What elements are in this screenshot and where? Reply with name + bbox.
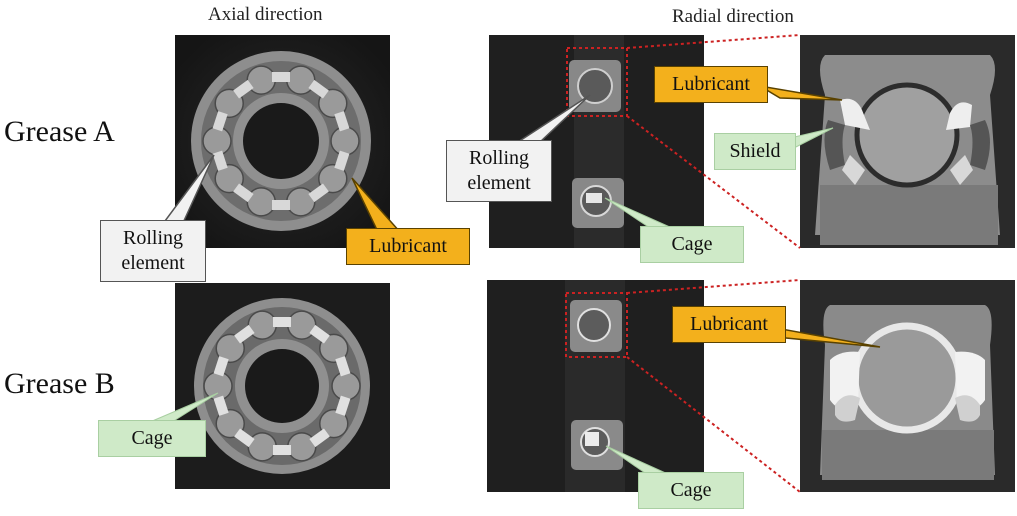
rolling-element-shape	[318, 88, 348, 119]
rolling-element-shape	[246, 65, 276, 95]
radial-direction-header: Radial direction	[672, 6, 794, 27]
grease-a-axial-ct-image	[175, 35, 390, 248]
rolling-element-shape	[215, 333, 245, 364]
rolling-element-shape	[318, 163, 348, 194]
rolling-element-shape	[247, 310, 277, 340]
cage-pocket-shape	[309, 324, 330, 344]
cage-pocket-shape	[308, 79, 329, 99]
rolling-element-shape	[214, 163, 244, 194]
cage-pocket-shape	[273, 317, 291, 327]
rolling-element-shape	[331, 371, 361, 401]
cage-pocket-shape	[335, 356, 351, 377]
cage-pocket-shape	[309, 428, 330, 448]
cage-pocket-shape	[273, 445, 291, 455]
rolling-element-shape	[202, 126, 232, 156]
callout-a-radial-cage: Cage	[640, 226, 744, 263]
callout-b-axial-cage: Cage	[98, 420, 206, 457]
callout-text: Rolling element	[467, 147, 531, 194]
callout-a-radial-rolling-element: Rolling element	[446, 140, 552, 202]
cage-pocket-shape	[272, 200, 290, 210]
cage-pocket-shape	[212, 150, 228, 171]
grease-b-axial-ct-image	[175, 283, 390, 489]
cage-pocket-shape	[308, 183, 329, 203]
axial-direction-header: Axial direction	[208, 4, 323, 25]
callout-a-axial-rolling-element: Rolling element	[100, 220, 206, 282]
rolling-element-shape	[319, 408, 349, 439]
rolling-element-shape	[246, 187, 276, 217]
rolling-element-shape	[319, 333, 349, 364]
callout-a-zoom-shield: Shield	[714, 133, 796, 170]
cage-pocket-shape	[234, 428, 255, 448]
grease-b-zoom-ct-image	[800, 280, 1015, 492]
rolling-element-shape	[287, 432, 317, 462]
cage-pocket-shape	[233, 183, 254, 203]
cage-pocket-shape	[212, 111, 228, 132]
cage-pocket-shape	[335, 395, 351, 416]
rolling-element-shape	[330, 126, 360, 156]
row-label-grease-b: Grease B	[4, 367, 115, 400]
rolling-element-shape	[287, 310, 317, 340]
rolling-element-shape	[286, 187, 316, 217]
grease-a-zoom-ct-image	[800, 35, 1015, 248]
rolling-element-shape	[286, 65, 316, 95]
callout-b-radial-cage: Cage	[638, 472, 744, 509]
rolling-element-shape	[247, 432, 277, 462]
callout-b-zoom-lubricant: Lubricant	[672, 306, 786, 343]
callout-a-axial-lubricant: Lubricant	[346, 228, 470, 265]
rolling-element-shape	[215, 408, 245, 439]
cage-pocket-shape	[234, 324, 255, 344]
cage-pocket-shape	[334, 150, 350, 171]
callout-text: Rolling element	[121, 227, 185, 274]
row-label-grease-a: Grease A	[4, 115, 115, 148]
cage-pocket-shape	[233, 79, 254, 99]
rolling-element-shape	[214, 88, 244, 119]
cage-pocket-shape	[272, 72, 290, 82]
cage-pocket-shape	[213, 356, 229, 377]
rolling-element-shape	[203, 371, 233, 401]
callout-a-zoom-lubricant: Lubricant	[654, 66, 768, 103]
cage-pocket-shape	[334, 111, 350, 132]
